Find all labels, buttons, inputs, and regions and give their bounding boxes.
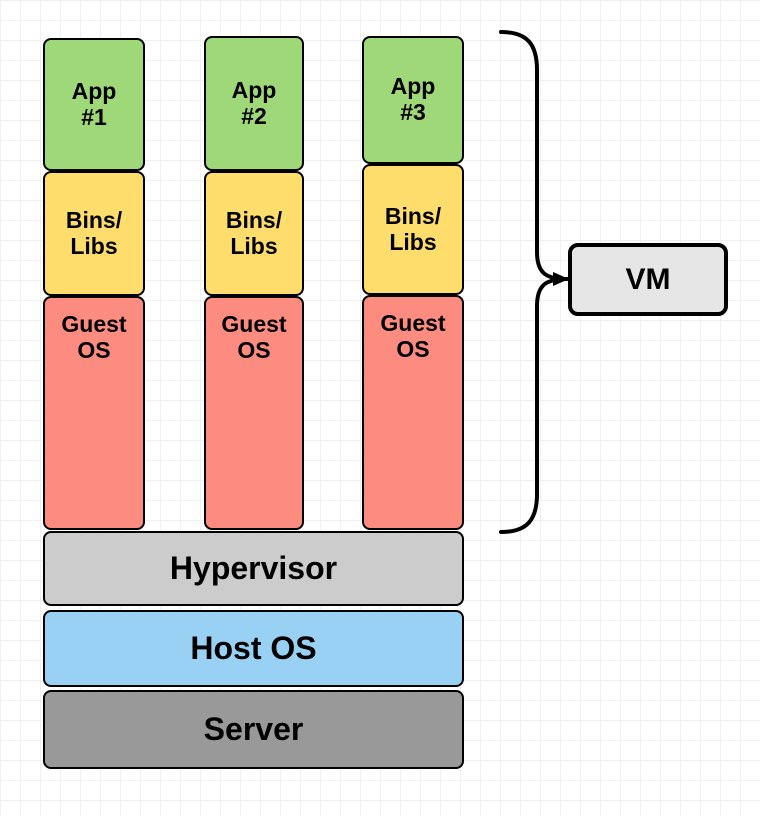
bins-libs-box-1-label: Bins/ Libs [65, 206, 123, 259]
bins-libs-box-2[interactable]: Bins/ Libs [204, 171, 304, 296]
guest-os-box-2-label: Guest OS [221, 311, 287, 363]
hypervisor-layer[interactable]: Hypervisor [43, 531, 464, 606]
app-box-3[interactable]: App #3 [362, 36, 464, 164]
app-box-2[interactable]: App #2 [204, 36, 304, 171]
guest-os-box-1[interactable]: Guest OS [43, 296, 145, 530]
app-box-1[interactable]: App #1 [43, 38, 145, 171]
host-os-layer[interactable]: Host OS [43, 610, 464, 687]
host-os-layer-label: Host OS [190, 629, 317, 666]
app-box-2-label: App #2 [231, 76, 277, 129]
bins-libs-box-3-label: Bins/ Libs [384, 202, 442, 255]
guest-os-box-3-label: Guest OS [380, 310, 446, 362]
bins-libs-box-1[interactable]: Bins/ Libs [43, 171, 145, 296]
hypervisor-layer-label: Hypervisor [169, 549, 338, 586]
bins-libs-box-3[interactable]: Bins/ Libs [362, 164, 464, 295]
guest-os-box-2[interactable]: Guest OS [204, 296, 304, 530]
guest-os-box-3[interactable]: Guest OS [362, 295, 464, 530]
server-layer[interactable]: Server [43, 690, 464, 769]
bins-libs-box-2-label: Bins/ Libs [225, 206, 283, 259]
vm-label-box[interactable]: VM [568, 243, 728, 316]
app-box-3-label: App #3 [390, 73, 436, 125]
server-layer-label: Server [203, 710, 304, 747]
app-box-1-label: App #1 [71, 77, 117, 130]
vm-label-box-label: VM [625, 262, 671, 296]
guest-os-box-1-label: Guest OS [61, 311, 127, 363]
